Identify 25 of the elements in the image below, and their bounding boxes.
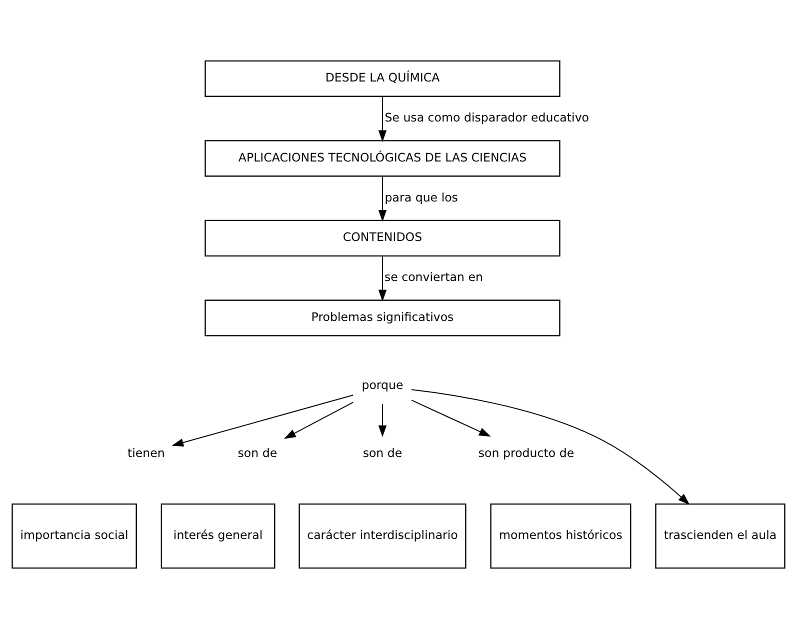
arrow: [378, 96, 387, 142]
node-box: CONTENIDOS: [204, 219, 560, 256]
node-box: interés general: [160, 502, 276, 568]
arrow: [378, 402, 387, 437]
node-box: importancia social: [12, 502, 137, 568]
node-box: trascienden el aula: [655, 502, 786, 568]
node-box: carácter interdisciplinario: [298, 502, 466, 568]
node-text: son de: [238, 445, 278, 460]
node-text: son de: [362, 445, 402, 460]
arrow: [378, 175, 387, 222]
arrow: [411, 388, 690, 504]
arrow: [284, 401, 354, 438]
arrow: [411, 399, 491, 436]
node-box: DESDE LA QUÍMICA: [204, 60, 560, 96]
node-text: son producto de: [478, 445, 574, 460]
node-box: Problemas significativos: [204, 299, 560, 336]
node-text: tienen: [127, 445, 165, 460]
arrow: [378, 255, 387, 302]
arrow: [172, 394, 354, 446]
edge-label: para que los: [384, 190, 458, 204]
edge-label: se conviertan en: [384, 270, 483, 284]
node-box: momentos históricos: [490, 502, 632, 568]
node-box: APLICACIONES TECNOLÓGICAS DE LAS CIENCIAS: [204, 140, 560, 176]
edge-label: Se usa como disparador educativo: [384, 110, 590, 124]
node-text: porque: [362, 377, 404, 392]
